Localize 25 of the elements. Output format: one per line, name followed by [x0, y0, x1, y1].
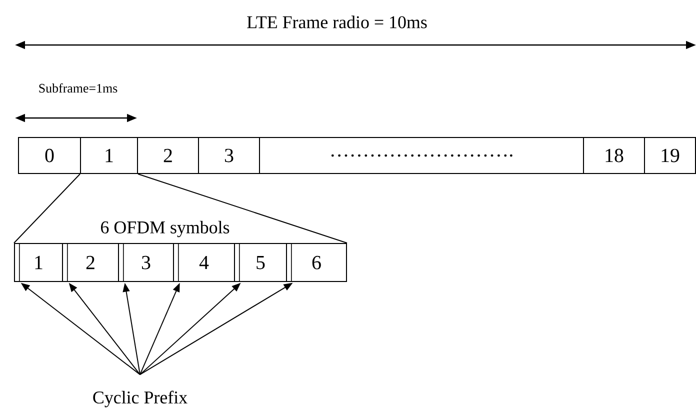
group-label: 6 OFDM symbols	[101, 220, 230, 238]
frame-cell: 0	[18, 137, 81, 174]
symbol-cell: 6	[286, 243, 347, 282]
frame-cell: ……………………….	[259, 137, 584, 174]
prefix-label: Cyclic Prefix	[93, 390, 188, 408]
dimension-label: Subframe=1ms	[39, 83, 118, 93]
cyclic-prefix-strip	[286, 243, 292, 282]
symbol-cell: 4	[173, 243, 235, 282]
frame-cell: 2	[137, 137, 199, 174]
cyclic-prefix-strip	[14, 243, 20, 282]
title: LTE Frame radio = 10ms	[247, 16, 427, 28]
zoom-line	[14, 174, 80, 244]
cyclic-prefix-strip	[62, 243, 68, 282]
symbol-cell: 3	[118, 243, 174, 282]
frame-cell: 1	[80, 137, 138, 174]
symbol-cell: 5	[234, 243, 287, 282]
frame-cell: 3	[198, 137, 260, 174]
cyclic-prefix-strip	[173, 243, 179, 282]
frame-cell: 18	[583, 137, 645, 174]
cyclic-prefix-strip	[118, 243, 124, 282]
symbol-cell: 1	[14, 243, 63, 282]
frame-cell: 19	[644, 137, 696, 174]
zoom-line	[138, 174, 348, 244]
cyclic-prefix-strip	[234, 243, 240, 282]
symbol-cell: 2	[62, 243, 119, 282]
